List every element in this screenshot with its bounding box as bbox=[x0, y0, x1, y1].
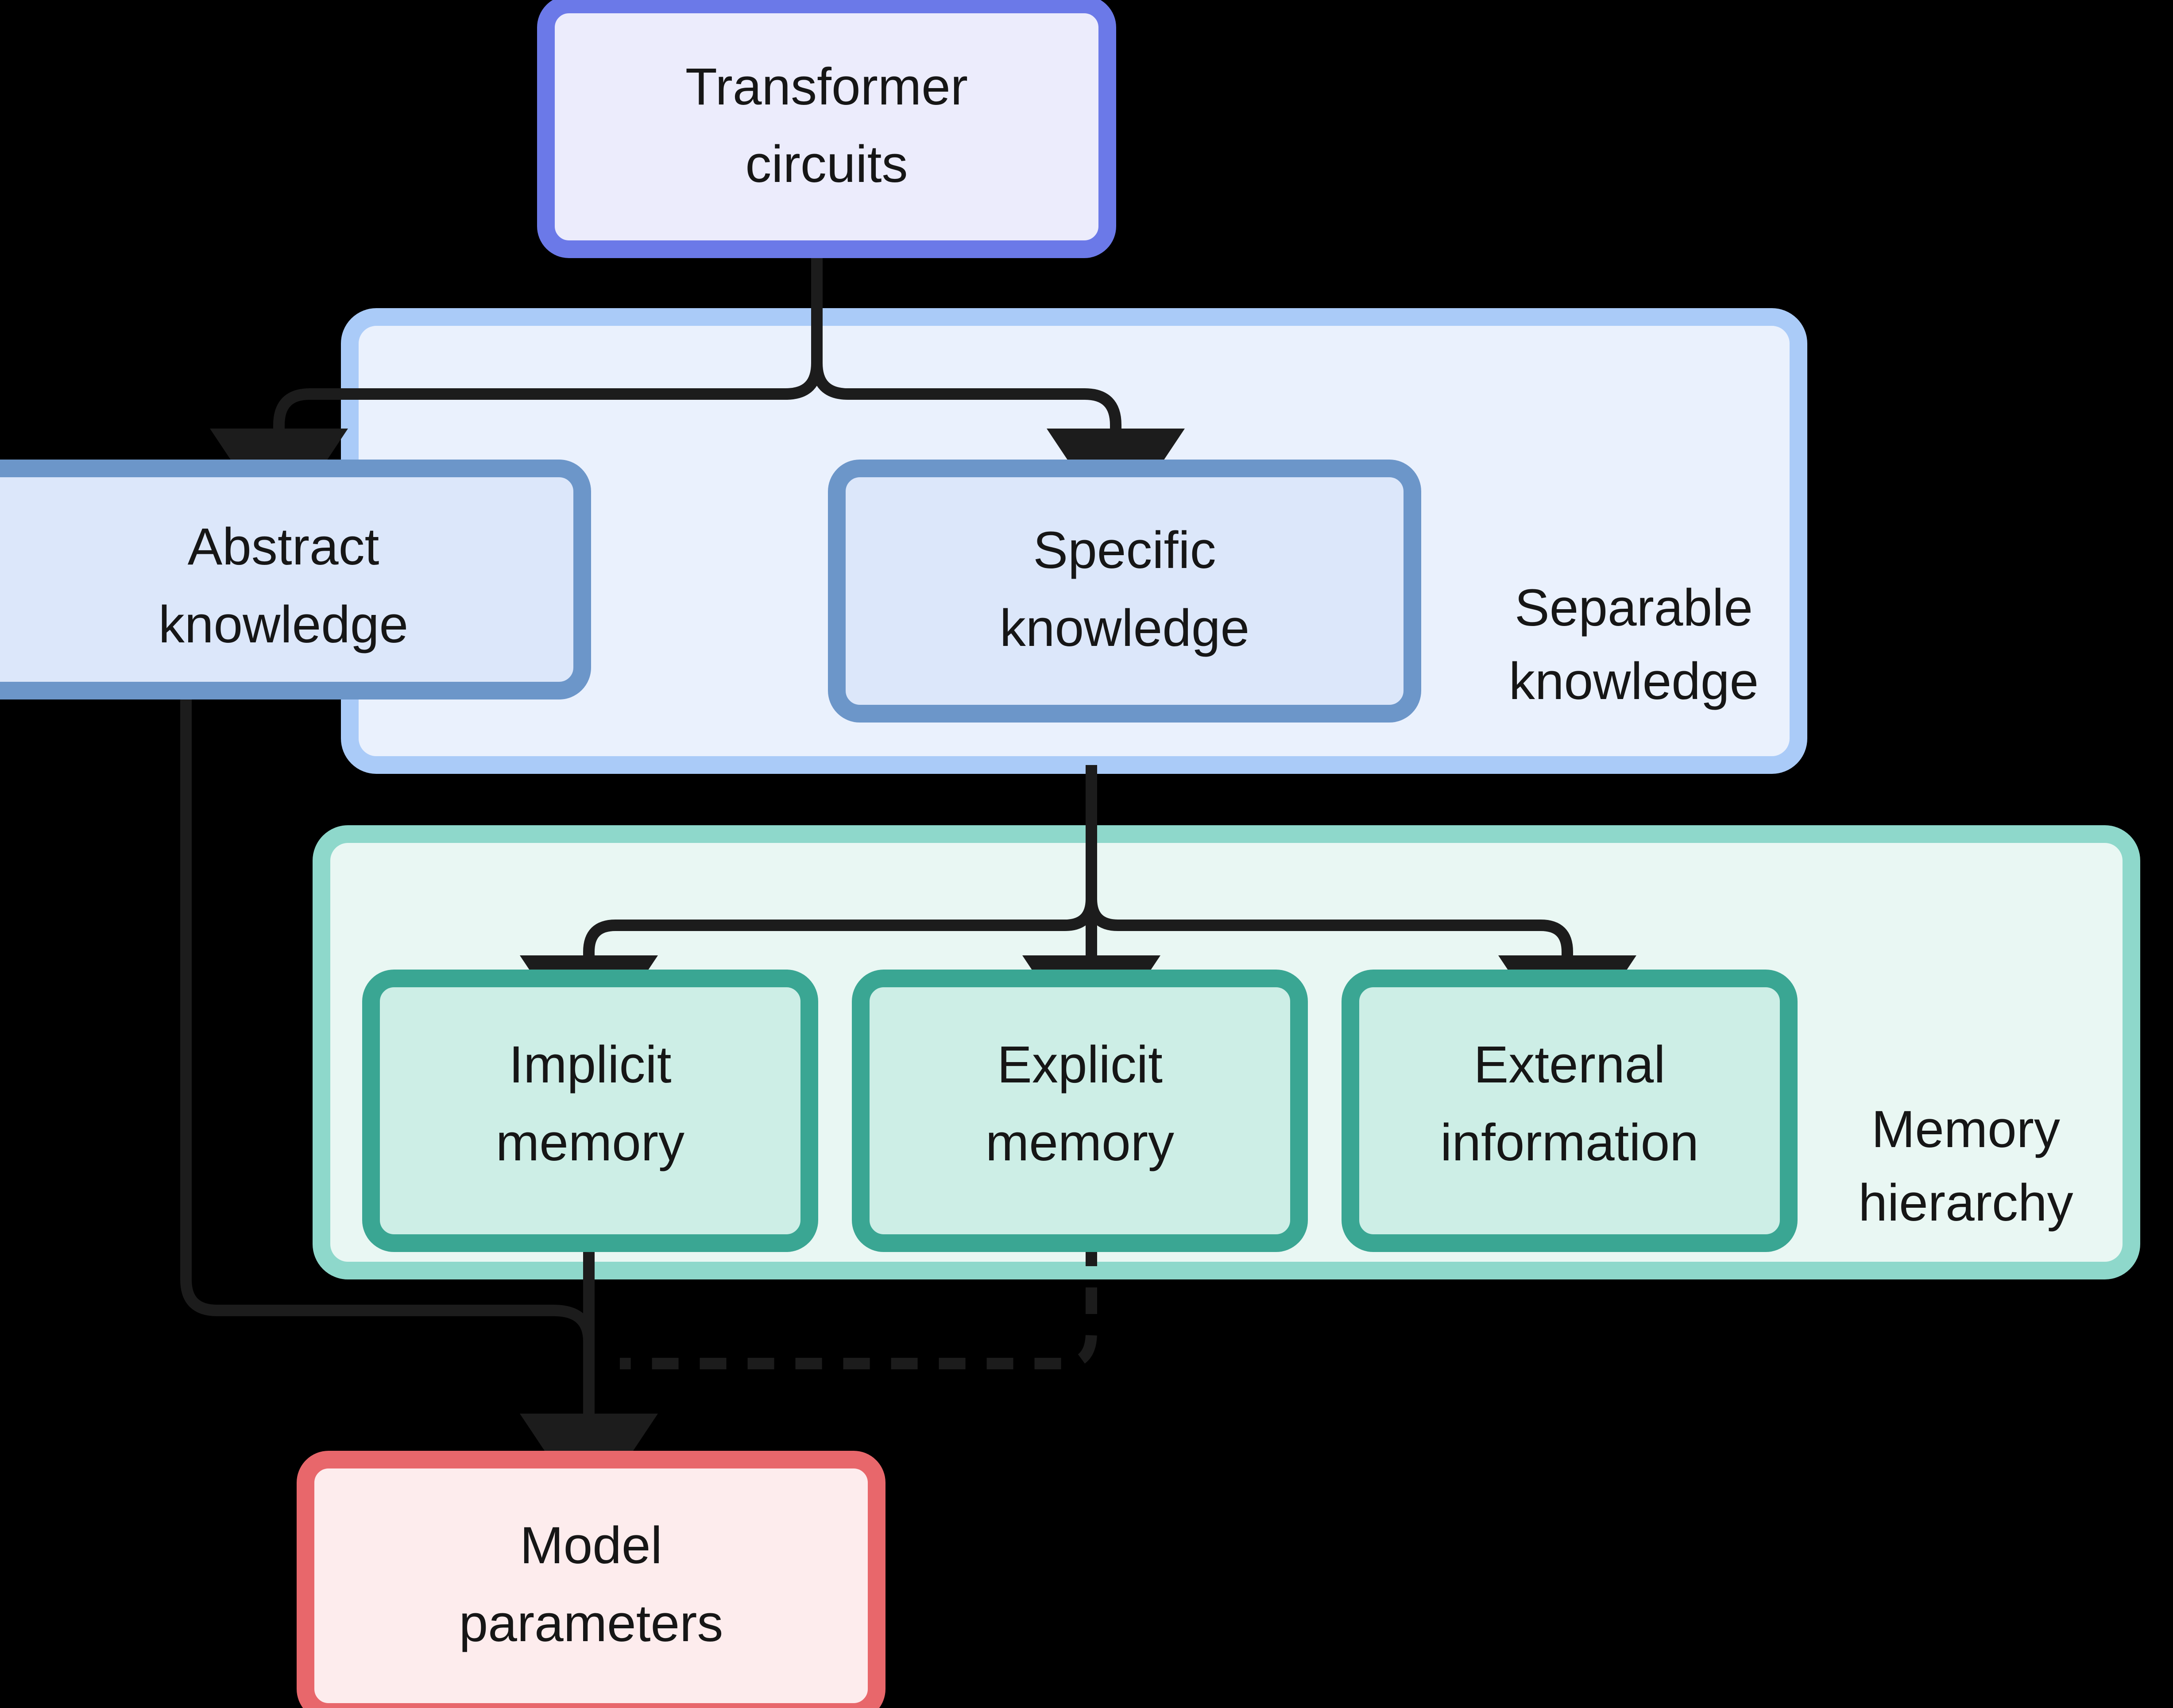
node-transformer-circuits[interactable]: Transformer circuits bbox=[537, 0, 1116, 258]
explicit-memory-label-line1: Explicit bbox=[997, 1036, 1163, 1094]
edge-separable-to-external bbox=[1086, 765, 1636, 1059]
abstract-knowledge-label-line1: Abstract bbox=[188, 518, 379, 576]
edge-explicit-to-model-parameters bbox=[620, 1240, 1097, 1369]
specific-knowledge-label-line1: Specific bbox=[1033, 521, 1216, 580]
node-external-information[interactable]: External information bbox=[1342, 970, 1798, 1252]
memory-hierarchy-label-line1: Memory bbox=[1871, 1100, 2060, 1159]
implicit-memory-label-line2: memory bbox=[496, 1113, 684, 1172]
specific-knowledge-label-line2: knowledge bbox=[1000, 599, 1249, 657]
explicit-memory-box[interactable] bbox=[852, 970, 1308, 1252]
edge-separable-branch bbox=[520, 765, 1636, 1059]
abstract-knowledge-label-line2: knowledge bbox=[159, 595, 408, 654]
node-model-parameters[interactable]: Model parameters bbox=[297, 1451, 885, 1708]
abstract-knowledge-box[interactable] bbox=[0, 460, 591, 699]
model-parameters-box[interactable] bbox=[297, 1451, 885, 1708]
external-information-label-line2: information bbox=[1440, 1113, 1699, 1172]
edge-transformer-to-specific bbox=[811, 252, 1185, 532]
external-information-label-line1: External bbox=[1474, 1036, 1666, 1094]
specific-knowledge-box[interactable] bbox=[828, 460, 1421, 723]
separable-knowledge-label-line1: Separable bbox=[1515, 579, 1753, 637]
memory-hierarchy-label-line2: hierarchy bbox=[1858, 1174, 2073, 1232]
transformer-circuits-label-line2: circuits bbox=[745, 135, 908, 193]
node-abstract-knowledge[interactable]: Abstract knowledge bbox=[0, 460, 591, 699]
edge-transformer-branch bbox=[210, 252, 1185, 532]
model-parameters-label-line1: Model bbox=[520, 1516, 662, 1575]
node-implicit-memory[interactable]: Implicit memory bbox=[362, 970, 818, 1252]
transformer-circuits-box[interactable] bbox=[537, 0, 1116, 258]
implicit-memory-box[interactable] bbox=[362, 970, 818, 1252]
model-parameters-label-line2: parameters bbox=[459, 1594, 723, 1653]
node-specific-knowledge[interactable]: Specific knowledge bbox=[828, 460, 1421, 723]
node-explicit-memory[interactable]: Explicit memory bbox=[852, 970, 1308, 1252]
separable-knowledge-label-line2: knowledge bbox=[1509, 652, 1759, 711]
external-information-box[interactable] bbox=[1342, 970, 1798, 1252]
transformer-circuits-label-line1: Transformer bbox=[685, 58, 968, 116]
explicit-memory-label-line2: memory bbox=[986, 1113, 1174, 1172]
implicit-memory-label-line1: Implicit bbox=[509, 1036, 671, 1094]
